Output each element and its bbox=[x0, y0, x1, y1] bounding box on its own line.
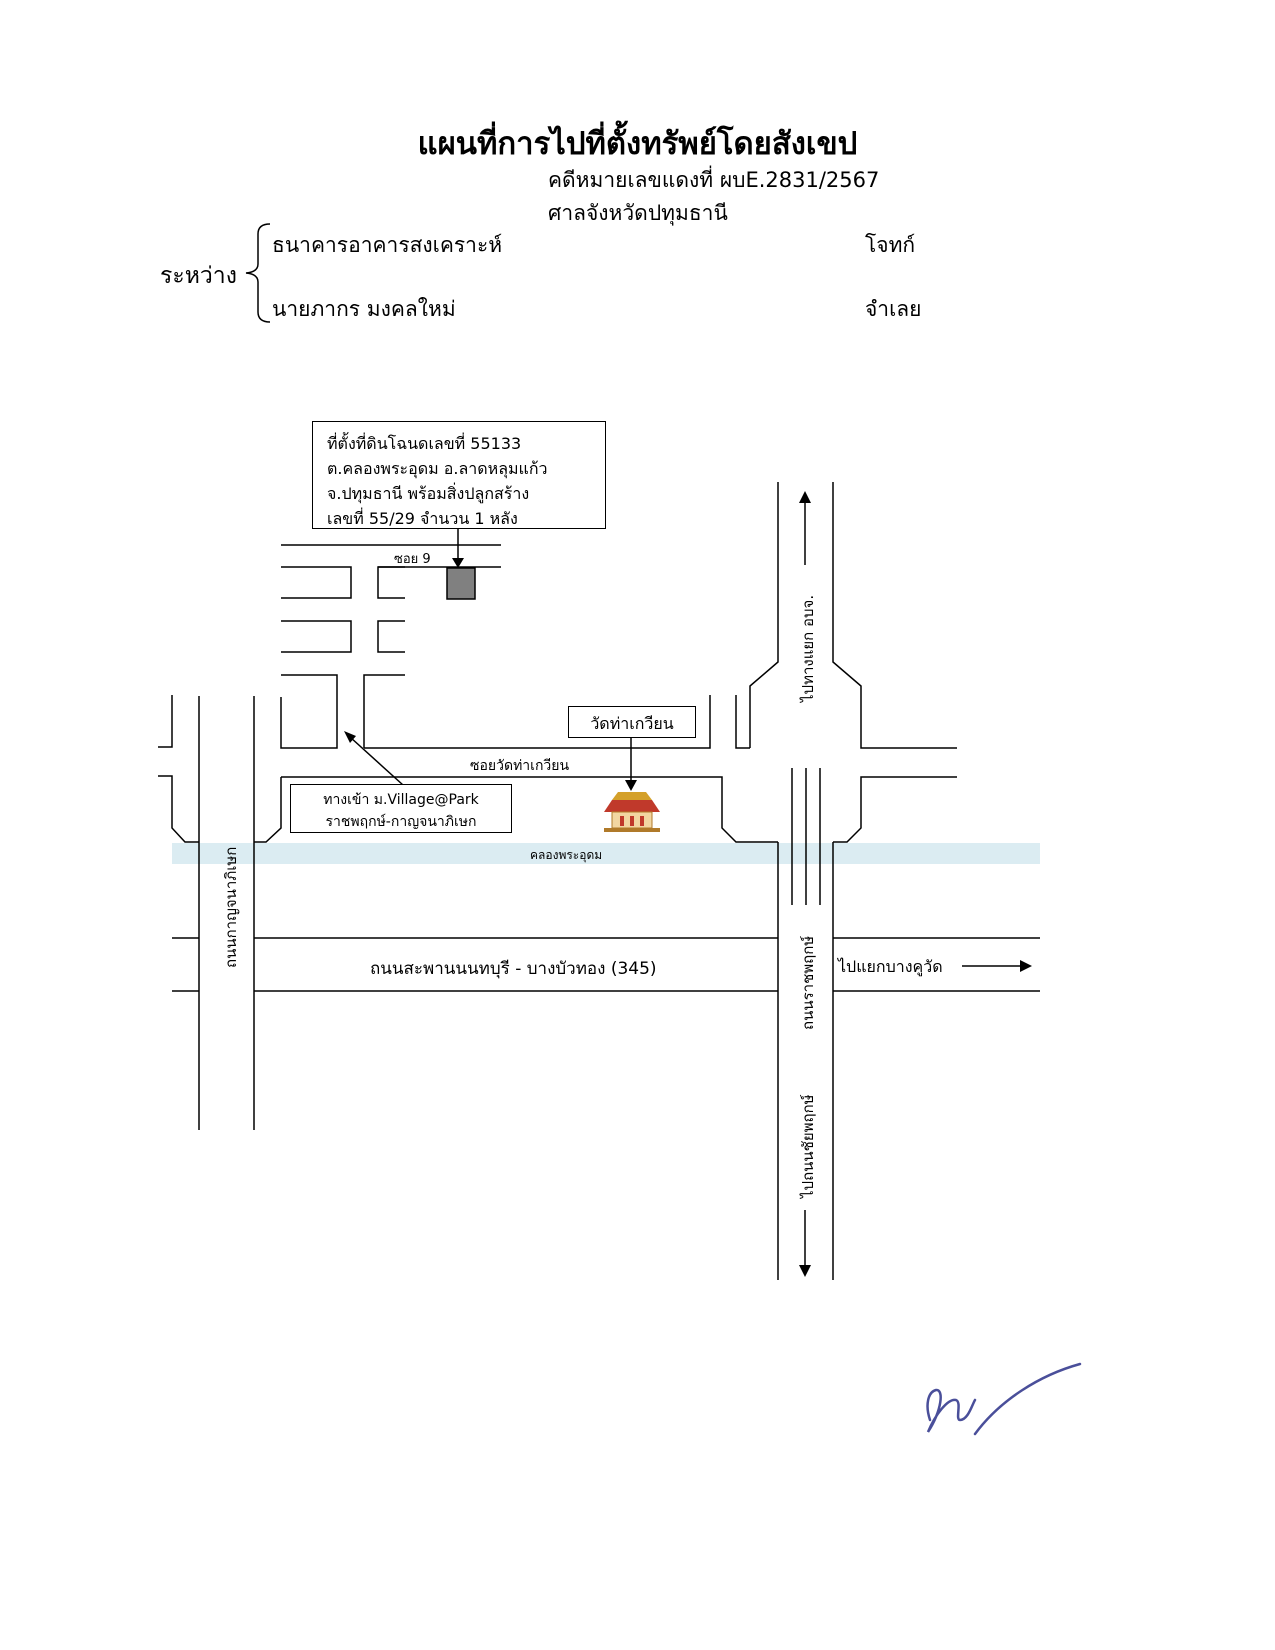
left-road-stub-lower bbox=[158, 775, 199, 843]
temple-icon bbox=[604, 792, 660, 832]
temple-road-bottom-edge bbox=[281, 776, 778, 843]
ratchaphruek-road-label: ถนนราชพฤกษ์ bbox=[799, 935, 817, 1030]
block-c bbox=[281, 620, 352, 653]
temple-road-top-edge bbox=[364, 695, 711, 749]
temple-road-stub bbox=[735, 695, 750, 749]
property-building bbox=[446, 567, 476, 600]
block-d bbox=[377, 620, 405, 653]
village-entrance-right bbox=[363, 674, 405, 748]
chaiyaphruek-arrow-head bbox=[799, 1265, 811, 1277]
block-b bbox=[377, 566, 405, 599]
block-a bbox=[281, 566, 352, 599]
case-number: คดีหมายเลขแดงที่ ผบE.2831/2567 bbox=[548, 168, 880, 192]
main-road-label: ถนนสะพานนนทบุรี - บางบัวทอง (345) bbox=[370, 959, 657, 979]
ob-jo-label: ไปทางแยก อบจ. bbox=[799, 594, 817, 702]
village-pointer-head bbox=[344, 731, 356, 743]
left-road-stub bbox=[158, 695, 173, 748]
corner-kanchanaphisek bbox=[254, 777, 282, 843]
property-line-3: จ.ปทุมธานี พร้อมสิ่งปลูกสร้าง bbox=[327, 484, 530, 503]
property-line-2: ต.คลองพระอุดม อ.ลาดหลุมแก้ว bbox=[327, 459, 548, 478]
chaiyaphruek-label: ไปถนนชัยพฤกษ์ bbox=[799, 1094, 817, 1198]
ob-jo-arrow-head bbox=[799, 491, 811, 503]
defendant-name: นายภากร มงคลใหม่ bbox=[272, 297, 456, 321]
page-title: แผนที่การไปที่ตั้งทรัพย์โดยสังเขป bbox=[417, 126, 858, 162]
property-line-1: ที่ตั้งที่ดินโฉนดเลขที่ 55133 bbox=[327, 434, 522, 453]
ratchaphruek-left-edge bbox=[749, 482, 779, 748]
temple-pointer-head bbox=[625, 780, 637, 791]
brace-bracket bbox=[245, 223, 271, 323]
ratchaphruek-right-edge bbox=[832, 482, 957, 749]
village-pointer-line bbox=[349, 736, 404, 786]
canal-band bbox=[172, 843, 1040, 864]
kanchanaphisek-road-label: ถนนกาญจนาภิเษก bbox=[222, 846, 240, 968]
property-location-box: ที่ตั้งที่ดินโฉนดเลขที่ 55133 ต.คลองพระอ… bbox=[312, 421, 606, 529]
defendant-role: จำเลย bbox=[865, 297, 922, 321]
plaintiff-role: โจทก์ bbox=[865, 233, 916, 257]
bang-khu-wat-arrow-head bbox=[1020, 960, 1032, 972]
soi9-label: ซอย 9 bbox=[394, 552, 431, 567]
bang-khu-wat-label: ไปแยกบางคูวัด bbox=[838, 957, 943, 976]
village-entrance-box: ทางเข้า ม.Village@Park ราชพฤกษ์-กาญจนาภิ… bbox=[290, 784, 512, 833]
signature bbox=[926, 1362, 1082, 1436]
village-line-1: ทางเข้า ม.Village@Park bbox=[323, 792, 479, 808]
temple-name: วัดท่าเกวียน bbox=[590, 714, 674, 733]
temple-road-label: ซอยวัดท่าเกวียน bbox=[470, 758, 570, 774]
village-entrance-left bbox=[280, 674, 338, 749]
court-name: ศาลจังหวัดปทุมธานี bbox=[548, 201, 728, 225]
village-line-2: ราชพฤกษ์-กาญจนาภิเษก bbox=[325, 814, 477, 830]
plaintiff-name: ธนาคารอาคารสงเคราะห์ bbox=[272, 233, 503, 257]
between-label: ระหว่าง bbox=[160, 263, 237, 289]
canal-label: คลองพระอุดม bbox=[530, 848, 603, 862]
ratchaphruek-right-lower bbox=[833, 776, 957, 843]
property-line-4: เลขที่ 55/29 จำนวน 1 หลัง bbox=[327, 509, 518, 528]
property-pointer-head bbox=[452, 558, 464, 568]
temple-box: วัดท่าเกวียน bbox=[568, 706, 696, 738]
